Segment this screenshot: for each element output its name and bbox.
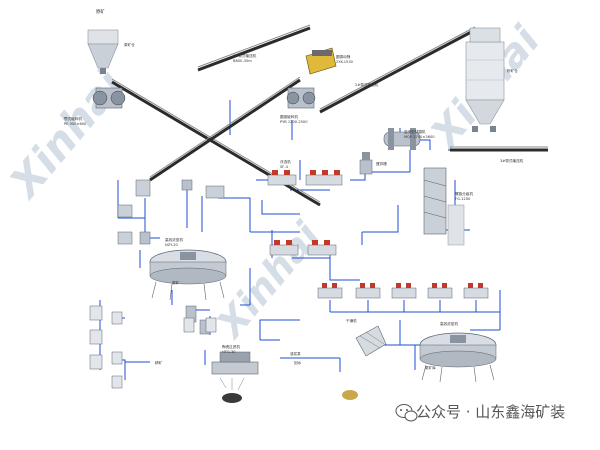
silo-feeders [472,126,496,132]
conveyor-belt-2 [149,78,301,182]
label-water-return: 回水 [294,360,302,365]
conveyor-belt-2-edge [149,76,301,178]
dryer [342,325,387,400]
powder-bin [465,27,505,125]
brand-watermark-3: Xinhai [207,213,329,347]
conveyor-belt-3-edge [197,24,311,68]
label-vib-screen: 圆振动筛 [336,54,351,59]
label-classifier-model: FG-1200 [455,197,471,201]
label-filter-model: HTG-30 [222,350,236,354]
label-pump: 渣浆泵 [290,351,301,356]
tank-column-left [89,305,123,389]
label-classifier: 螺旋分级机 [455,191,473,196]
label-jaw-crusher: 颚式破碎机 [64,116,82,121]
pipe [362,205,399,233]
label-thickener-model: NZY-20 [165,243,179,247]
center-tanks [183,317,217,333]
label-flot-model: SF-4 [280,165,289,169]
vibrating-screen [305,47,337,75]
watermark-text: 公众号 · 山东鑫海矿装 [416,403,565,421]
agitator-tank [359,152,373,175]
label-powder-bin: 粉矿仓 [507,68,518,73]
label-ore: 原矿 [96,8,105,15]
label-thickener: 高效浓密机 [165,237,183,242]
label-ore-bin: 原矿仓 [124,42,135,47]
small-equipment-left [117,179,225,245]
label-jaw-model: PE 900×600 [64,122,87,126]
label-conveyor-2: 2#带式输送机 [355,82,379,87]
conveyor-belt-3 [197,26,311,72]
label-dryer: 干燥机 [346,318,357,323]
conveyor-belt-4 [319,28,476,114]
conveyor-belt-4-edge [319,26,476,110]
label-cone-crusher: 圆锥破碎机 [280,114,298,119]
pipe [329,268,360,281]
thickener-left [149,249,227,301]
pipe [350,172,366,181]
label-concentrate: 精矿 [155,360,163,365]
ore-bin [87,29,119,74]
pipe [259,319,300,340]
label-cone-model: PYB 1200-2500 [280,120,308,124]
watermark: 公众号 · 山东鑫海矿装 [395,403,565,422]
label-conveyor-1: 1#带式输送机 [233,53,257,58]
label-ball-mill: 溢流型球磨机 [404,129,426,134]
jaw-crusher [92,87,126,109]
label-filter: 陶瓷过滤机 [222,344,240,349]
flotation-row-3 [317,283,489,299]
pipe [261,200,300,215]
wechat-icon [395,404,418,422]
ceramic-filter [211,351,259,403]
spiral-classifier [423,167,465,246]
pipe [418,139,431,150]
ball-mill [383,128,421,150]
label-conveyor-3: 3#带式输送机 [500,158,524,163]
flotation-row-1 [267,170,343,186]
cone-crusher [286,87,316,109]
label-to-dam: 尾矿库 [425,365,436,370]
label-vib-model: 2YK-1530 [336,60,354,64]
thickener-right [419,332,497,383]
label-flot-1: 浮选机 [280,159,291,164]
pipelines [90,100,501,380]
label-tailings: 尾矿 [172,280,180,285]
label-ball-model: MQY 2700×3600 [404,135,435,139]
label-thickener-r: 高效浓密机 [440,321,458,326]
label-agitator: 搅拌槽 [376,161,387,166]
label-conveyor-1-model: B800-35m [233,59,252,63]
flotation-row-2 [269,240,337,256]
pipe [218,197,251,210]
